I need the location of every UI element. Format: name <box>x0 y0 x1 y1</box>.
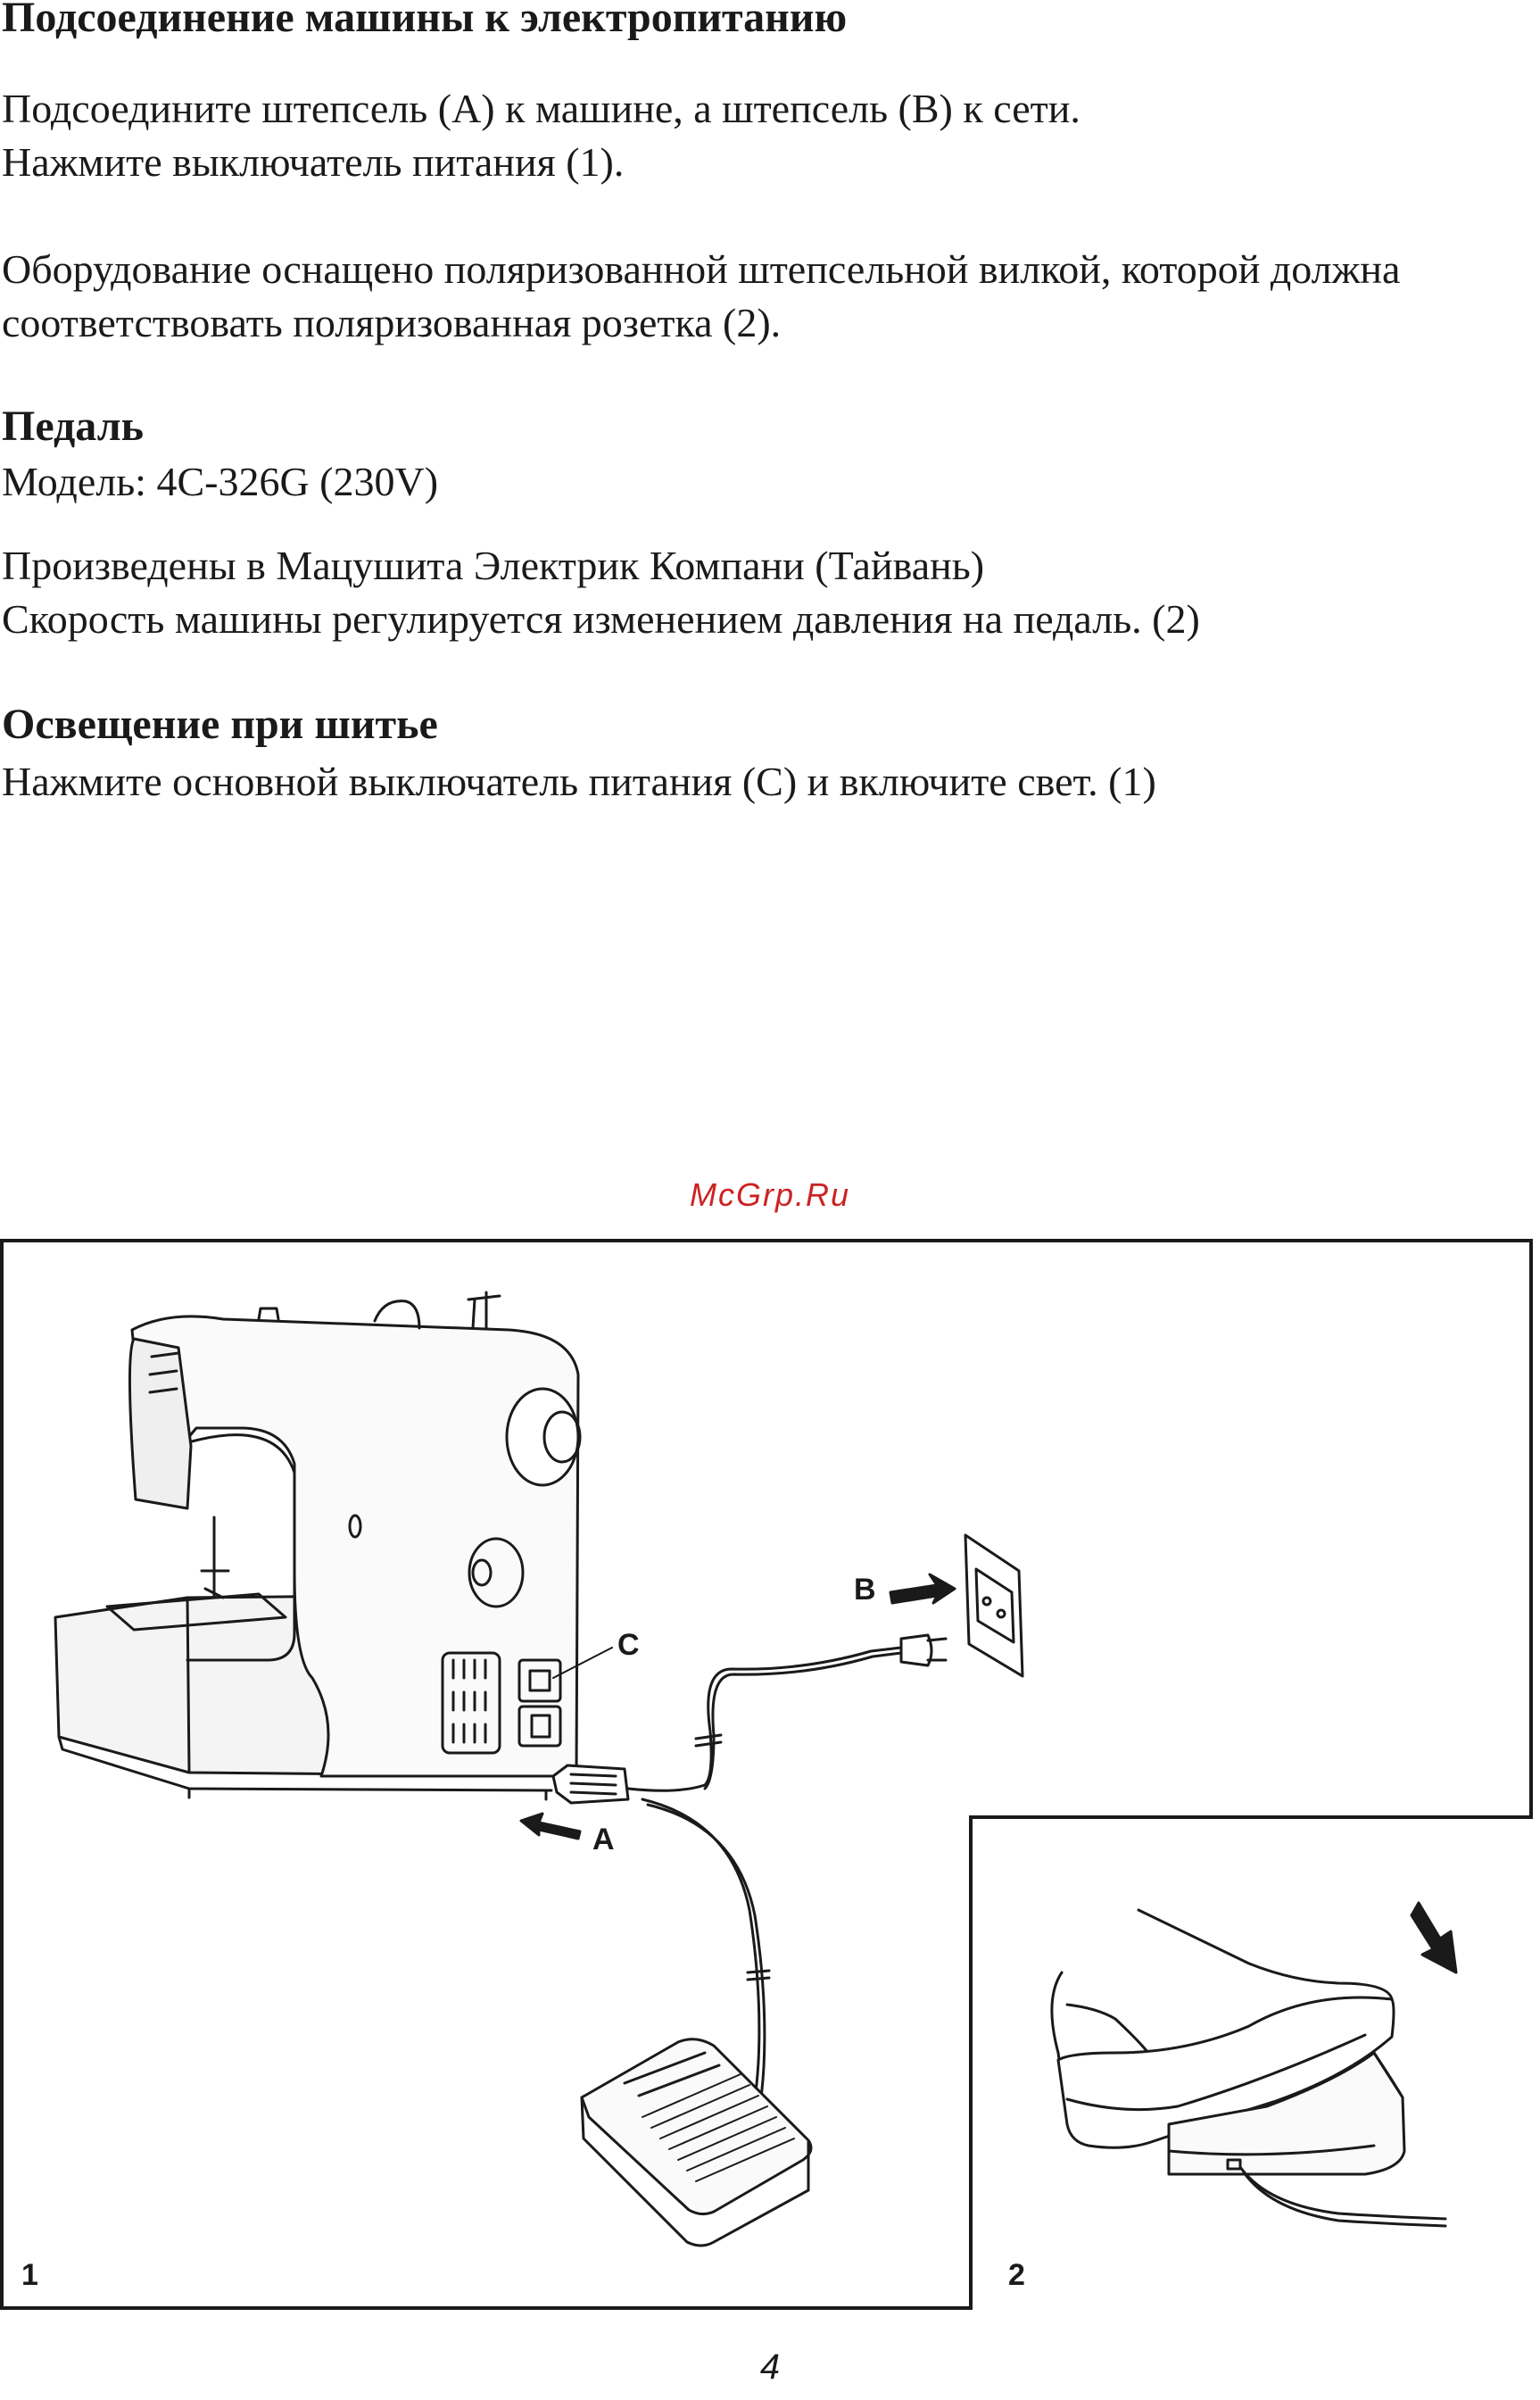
foot-on-pedal-illustration <box>1050 1901 1458 2228</box>
power-connector-a <box>551 1764 707 1805</box>
page-number: 4 <box>759 2347 781 2387</box>
power-line-1: Подсоедините штепсель (А) к машине, а шт… <box>2 86 1080 131</box>
foot-pedal <box>580 2038 813 2247</box>
polarized-line-1: Оборудование оснащено поляризованной ште… <box>2 246 1401 292</box>
power-instructions: Подсоедините штепсель (А) к машине, а шт… <box>2 82 1538 189</box>
label-switch-c: C <box>617 1628 640 1662</box>
polarized-line-2: соответствовать поляризованная розетка (… <box>2 300 782 345</box>
polarized-plug-note: Оборудование оснащено поляризованной ште… <box>2 243 1538 350</box>
sewing-machine-illustration <box>54 1291 582 1801</box>
wall-plug-b <box>899 1633 948 1667</box>
wall-socket <box>964 1533 1024 1678</box>
cord-to-wall <box>703 1646 903 1787</box>
power-line-2: Нажмите выключатель питания (1). <box>2 139 625 185</box>
pedal-details: Произведены в Мацушита Электрик Компани … <box>2 539 1538 646</box>
figure-1-frame <box>0 1239 1533 2310</box>
arrow-a <box>519 1812 582 1840</box>
pedal-model: Модель: 4С-326G (230V) <box>2 459 439 504</box>
watermark: McGrp.Ru <box>689 1176 851 1213</box>
heading-power-connection: Подсоединение машины к электропитанию <box>2 0 848 41</box>
light-instructions: Нажмите основной выключатель питания (С)… <box>2 759 1156 804</box>
pedal-line-2: Скорость машины регулируется изменением … <box>2 596 1200 642</box>
pedal-line-1: Произведены в Мацушита Электрик Компани … <box>2 543 985 588</box>
figure-1-number: 1 <box>21 2258 38 2292</box>
label-plug-b: B <box>854 1573 876 1607</box>
heading-sewing-light: Освещение при шитье <box>2 701 438 748</box>
heading-pedal: Педаль <box>2 403 145 450</box>
figure-2-number: 2 <box>1008 2258 1025 2292</box>
label-connector-a: A <box>592 1823 615 1856</box>
arrow-b <box>889 1573 956 1605</box>
